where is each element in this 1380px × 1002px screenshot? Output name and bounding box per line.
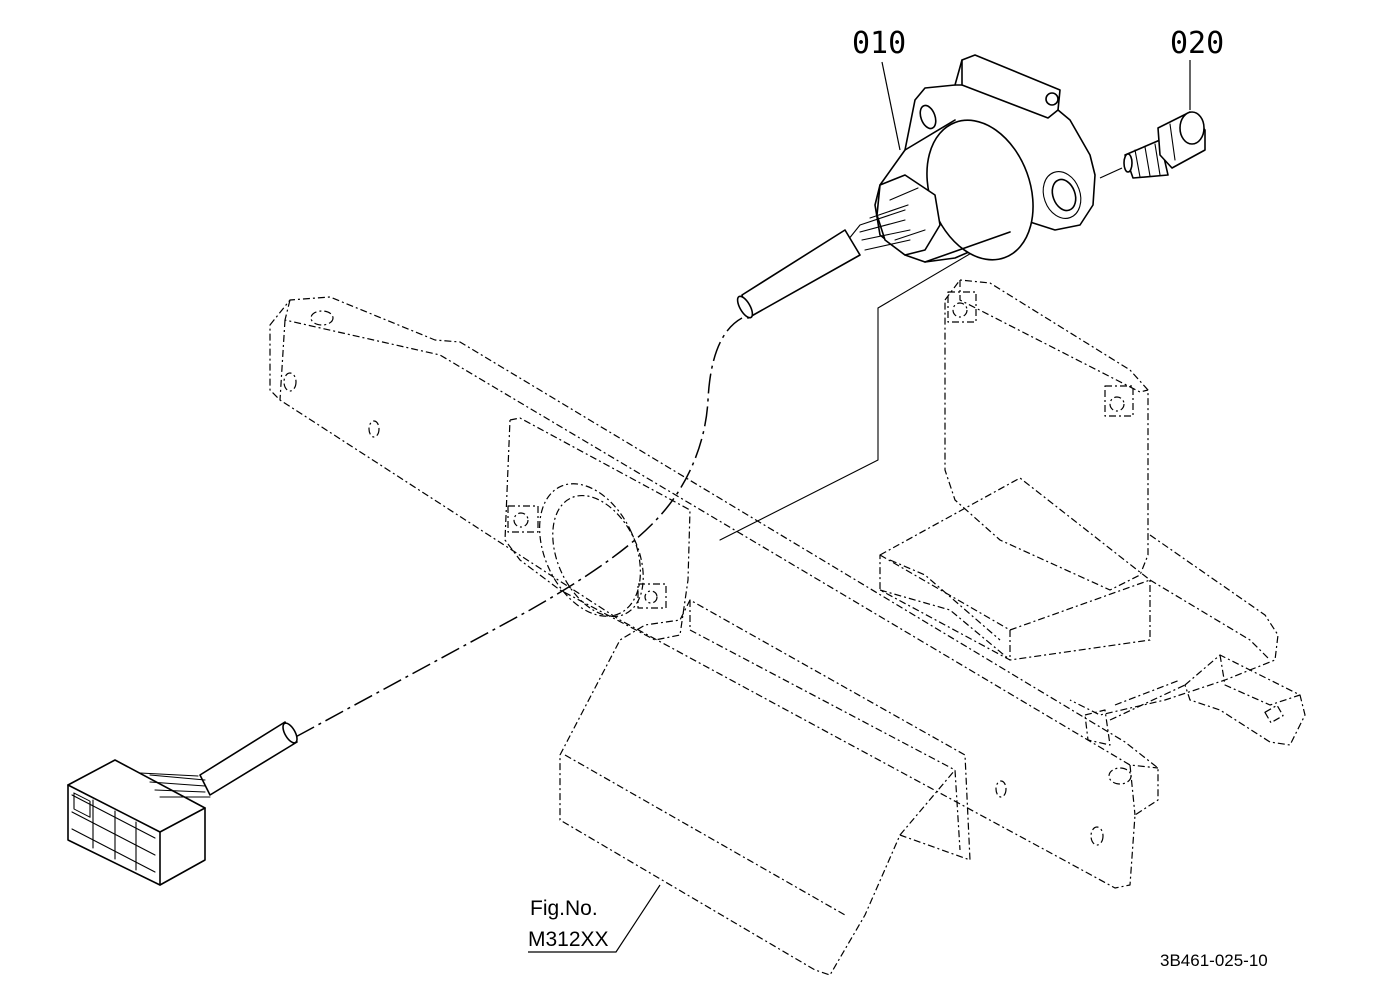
- wire-route: [289, 317, 743, 741]
- drawing-code: 3B461-025-10: [1160, 951, 1268, 970]
- callout-020: 020: [1170, 26, 1224, 110]
- figure-label-line1: Fig.No.: [530, 897, 598, 920]
- callout-label-020: 020: [1170, 26, 1224, 61]
- figure-reference: Fig.No. M312XX: [528, 884, 661, 953]
- phantom-frame: [269, 279, 1306, 976]
- callout-010: 010: [852, 26, 906, 151]
- figure-label-line2: M312XX: [528, 928, 609, 951]
- bolt-020: [1099, 111, 1206, 179]
- sensor-010: [736, 54, 1096, 319]
- callout-label-010: 010: [852, 26, 906, 61]
- reference-lines: [719, 244, 986, 541]
- connector-plug: [67, 721, 298, 886]
